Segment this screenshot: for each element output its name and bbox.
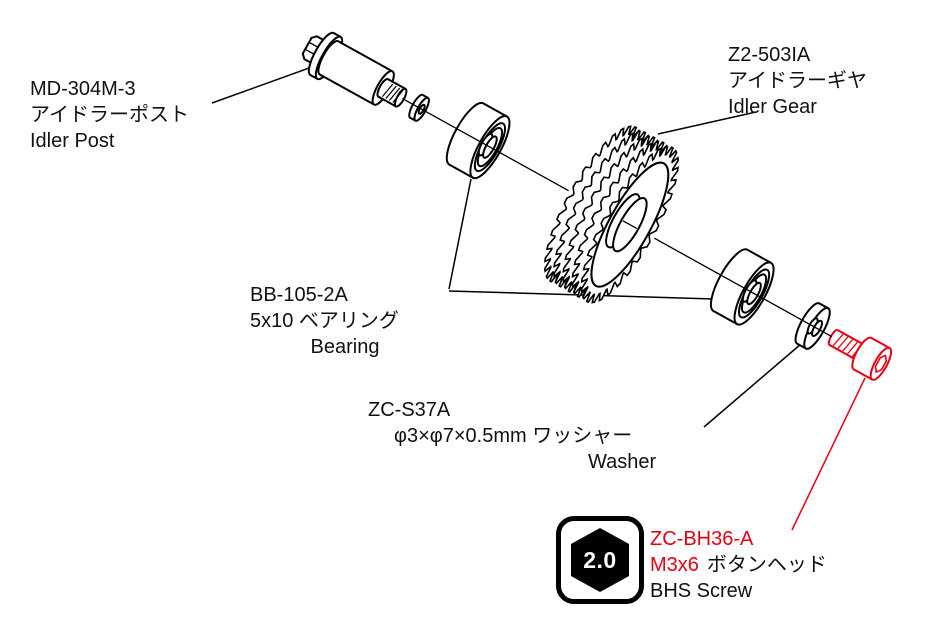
leader-lines — [211, 62, 866, 531]
hex-key-size-badge: 2.0 — [556, 516, 644, 604]
idler-post-name-jp: アイドラーポスト — [30, 104, 189, 126]
idler-gear-part-number: Z2-503IA — [728, 44, 811, 66]
bhs-screw-name-jp: ボタンヘッド — [706, 554, 827, 576]
idler-post-name-en: Idler Post — [30, 130, 115, 152]
label-bearing: BB-105-2A 5x10 ベアリング Bearing — [250, 282, 440, 360]
hex-key-size-value: 2.0 — [583, 546, 617, 573]
bhs-screw-size-line: M3x6 ボタンヘッド — [650, 552, 827, 578]
washer-name-jp: φ3×φ7×0.5mm ワッシャー — [394, 425, 633, 447]
bearing-name-jp: 5x10 ベアリング — [250, 310, 399, 332]
washer-part-number: ZC-S37A — [368, 399, 451, 421]
hexagon-icon: 2.0 — [571, 528, 629, 592]
assembly — [301, 31, 893, 381]
label-idler-post: MD-304M-3 アイドラーポスト Idler Post — [30, 76, 189, 154]
bhs-screw-part-number: ZC-BH36-A — [650, 528, 754, 550]
bhs-screw — [827, 329, 893, 381]
idler-gear — [544, 125, 679, 304]
bearing-part-number: BB-105-2A — [250, 284, 348, 306]
bearing-name-en: Bearing — [310, 336, 380, 358]
idler-gear-name-jp: アイドラーギヤ — [728, 70, 867, 92]
idler-gear-name-en: Idler Gear — [728, 96, 817, 118]
idler-post-part-number: MD-304M-3 — [30, 78, 136, 100]
label-idler-gear: Z2-503IA アイドラーギヤ Idler Gear — [728, 42, 867, 120]
label-bhs-screw: ZC-BH36-A M3x6 ボタンヘッド BHS Screw — [650, 526, 827, 604]
idler-post — [301, 31, 408, 108]
bhs-screw-size: M3x6 — [650, 554, 699, 576]
label-washer: ZC-S37A φ3×φ7×0.5mm ワッシャー Washer — [368, 397, 656, 475]
axis-line — [402, 98, 833, 338]
bhs-screw-name-en: BHS Screw — [650, 580, 753, 602]
washer-name-en: Washer — [588, 451, 657, 473]
